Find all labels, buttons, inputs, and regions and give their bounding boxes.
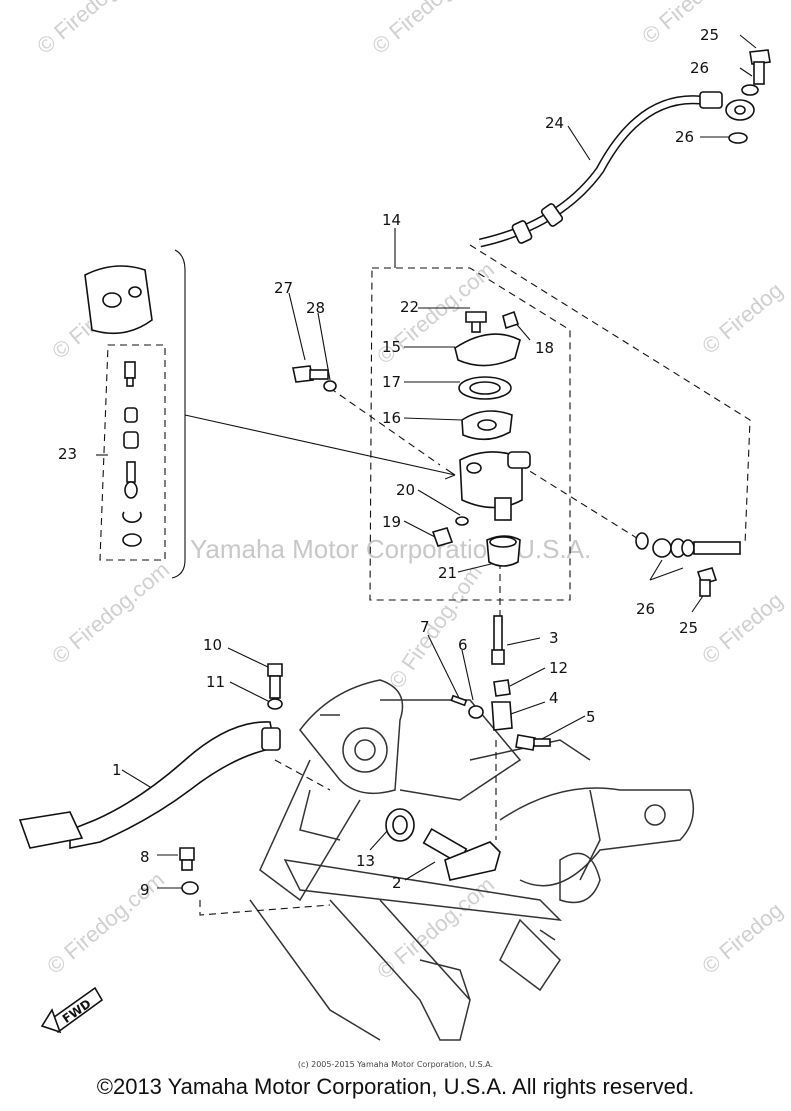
callout-11: 11 bbox=[206, 673, 225, 691]
watermark-brand: © Firedog bbox=[697, 897, 787, 978]
callout-6: 6 bbox=[458, 636, 468, 654]
watermark-brand: © Firedog.com bbox=[384, 560, 487, 693]
callout-24: 24 bbox=[545, 114, 564, 132]
pushrod-assembly bbox=[450, 615, 551, 751]
callout-21: 21 bbox=[438, 564, 457, 582]
callout-8: 8 bbox=[140, 848, 150, 866]
banjo-bolt-top bbox=[728, 49, 771, 144]
bolt-27 bbox=[292, 365, 337, 392]
callout-26-bottom: 26 bbox=[636, 600, 655, 618]
callout-10: 10 bbox=[203, 636, 222, 654]
callout-5: 5 bbox=[586, 708, 596, 726]
watermark-brand: © Firedog.com bbox=[47, 557, 174, 669]
master-cylinder bbox=[431, 310, 531, 567]
leader-lines bbox=[96, 34, 757, 916]
callout-16: 16 bbox=[382, 409, 401, 427]
callout-12: 12 bbox=[549, 659, 568, 677]
callout-25-top: 25 bbox=[700, 26, 719, 44]
watermark-brand: © Firedog bbox=[697, 587, 787, 668]
small-copyright: (c) 2005-2015 Yamaha Motor Corporation, … bbox=[297, 1060, 494, 1069]
callout-18: 18 bbox=[535, 339, 554, 357]
callout-23: 23 bbox=[58, 445, 77, 463]
frame-sketch bbox=[249, 679, 695, 1041]
bolt-10 bbox=[267, 663, 283, 710]
callout-26-middle: 26 bbox=[675, 128, 694, 146]
callout-19: 19 bbox=[382, 513, 401, 531]
brake-hose bbox=[479, 91, 755, 248]
watermark-brand: © Firedog bbox=[697, 277, 787, 358]
callout-3: 3 bbox=[549, 629, 559, 647]
brake-shaft bbox=[385, 808, 501, 881]
watermark-brand: © Firedog.com bbox=[42, 867, 169, 979]
master-cylinder-group-box bbox=[369, 267, 571, 601]
watermark-brand: © Firedog bbox=[32, 0, 122, 59]
callout-9: 9 bbox=[140, 881, 150, 899]
repair-kit-box bbox=[99, 344, 166, 561]
watermark-center: Yamaha Motor Corporation, U.S.A. bbox=[190, 534, 591, 564]
callout-1: 1 bbox=[112, 761, 122, 779]
callout-14: 14 bbox=[382, 211, 401, 229]
callout-26-top: 26 bbox=[690, 59, 709, 77]
callout-25-bottom: 25 bbox=[679, 619, 698, 637]
callout-7: 7 bbox=[420, 618, 430, 636]
fwd-arrow: FWD bbox=[40, 986, 104, 1034]
callout-28: 28 bbox=[306, 299, 325, 317]
banjo-fitting-lower bbox=[635, 532, 741, 597]
repair-kit-bracket bbox=[171, 249, 186, 579]
bolt-8 bbox=[179, 847, 199, 895]
callout-4: 4 bbox=[549, 689, 559, 707]
watermark-brand: © Firedog.com bbox=[367, 0, 494, 59]
callout-labels: 1 2 3 4 5 6 7 8 9 10 11 12 13 14 15 16 1… bbox=[58, 26, 719, 899]
copyright-footer: ©2013 Yamaha Motor Corporation, U.S.A. A… bbox=[96, 1074, 695, 1099]
callout-27: 27 bbox=[274, 279, 293, 297]
callout-17: 17 bbox=[382, 373, 401, 391]
callout-2: 2 bbox=[392, 874, 402, 892]
repair-kit bbox=[84, 265, 153, 547]
callout-22: 22 bbox=[400, 298, 419, 316]
callout-15: 15 bbox=[382, 338, 401, 356]
callout-20: 20 bbox=[396, 481, 415, 499]
brake-pedal bbox=[18, 721, 281, 849]
callout-13: 13 bbox=[356, 852, 375, 870]
